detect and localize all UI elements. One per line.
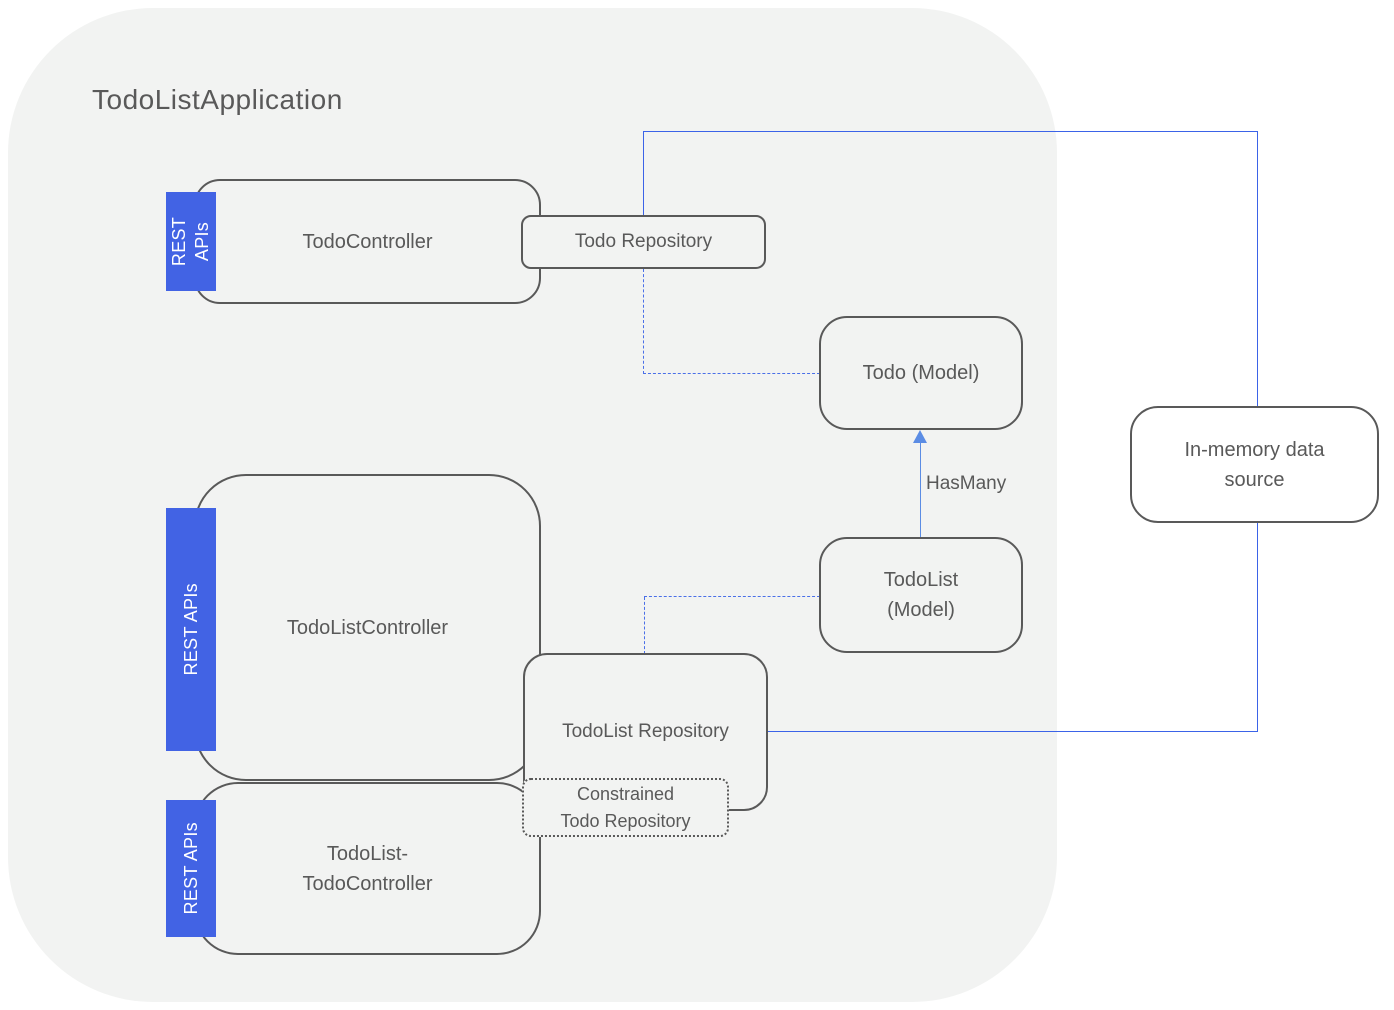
rest-apis-badge-label: REST APIs (180, 583, 201, 676)
rest-apis-badge-todolist-controller: REST APIs (166, 508, 216, 751)
connector-todolist-repository-to-model-horizontal (644, 596, 820, 597)
constrained-todo-repository-label: Constrained Todo Repository (560, 784, 691, 831)
todo-repository-label: Todo Repository (574, 230, 713, 252)
diagram-title: TodoListApplication (92, 84, 343, 115)
todolist-controller-label: TodoListController (286, 616, 449, 639)
in-memory-datasource-label: In-memory data source (1184, 438, 1325, 491)
todolist-controller-box: TodoListController (194, 474, 541, 781)
rest-apis-badge-label: REST APIs (180, 822, 201, 915)
rest-apis-badge-todolist-todo-controller: REST APIs (166, 800, 216, 937)
connector-todo-repository-to-model-horizontal (643, 373, 820, 374)
connector-todo-repository-to-datasource-horizontal (643, 131, 1258, 132)
connector-todolist-repository-to-datasource-horizontal (768, 731, 1258, 732)
todolist-todo-controller-label: TodoList- TodoController (302, 842, 433, 895)
rest-apis-badge-todo-controller: REST APIs (166, 192, 216, 291)
hasmany-arrowhead-icon (913, 430, 927, 443)
todolist-todo-controller-box: TodoList- TodoController (194, 782, 541, 955)
todo-model-box: Todo (Model) (819, 316, 1023, 430)
in-memory-datasource-box: In-memory data source (1130, 406, 1379, 523)
todo-repository-box: Todo Repository (521, 215, 766, 269)
hasmany-label: HasMany (926, 473, 1007, 494)
todo-controller-label: TodoController (302, 230, 433, 253)
constrained-todo-repository-box: Constrained Todo Repository (522, 778, 729, 837)
todo-controller-box: TodoController (194, 179, 541, 304)
connector-todolist-repository-to-model-vertical (644, 597, 645, 654)
rest-apis-badge-label: REST APIs (169, 216, 213, 267)
connector-todo-repository-to-datasource-vertical (643, 131, 644, 215)
connector-todo-repository-to-model-vertical (643, 269, 644, 374)
todolist-model-box: TodoList (Model) (819, 537, 1023, 653)
todolist-repository-label: TodoList Repository (562, 720, 729, 742)
todolist-model-label: TodoList (Model) (883, 569, 959, 621)
todo-model-label: Todo (Model) (862, 362, 980, 384)
hasmany-arrow-line (920, 441, 921, 537)
